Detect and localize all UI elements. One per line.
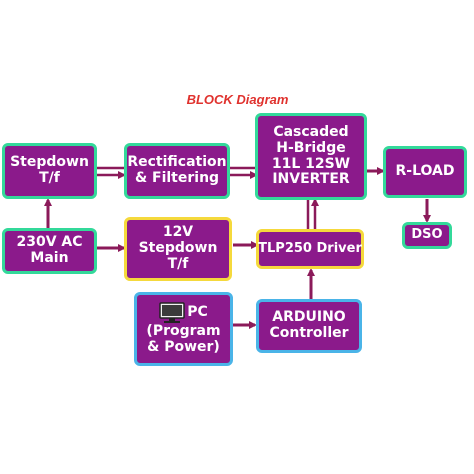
- block-rload: R-LOAD: [383, 146, 467, 198]
- block-arduino-controller: ARDUINO Controller: [256, 299, 362, 353]
- block-label-line: (Program: [146, 323, 221, 340]
- block-label-line: & Filtering: [134, 170, 220, 186]
- block-label-line: H-Bridge: [276, 139, 346, 156]
- block-label-line: T/f: [39, 170, 60, 186]
- block-label-line: INVERTER: [272, 171, 350, 188]
- block-label-line: TLP250 Driver: [258, 240, 362, 256]
- block-label-line: Stepdown: [138, 240, 218, 257]
- diagram-title: BLOCK Diagram: [186, 92, 289, 107]
- block-label-line: & Power): [147, 339, 220, 355]
- block-pc: PC (Program & Power): [134, 292, 233, 366]
- block-dso: DSO: [402, 222, 452, 249]
- block-label-line: ARDUINO: [272, 309, 346, 326]
- block-label-line: Rectification: [127, 154, 227, 171]
- block-label-line: 11L 12SW: [271, 155, 351, 172]
- computer-monitor-icon: [159, 302, 185, 324]
- arrow-stepdown-to-rectification: [97, 166, 126, 179]
- block-label-line: R-LOAD: [395, 163, 455, 180]
- block-rectification-filtering: Rectification & Filtering: [124, 143, 230, 199]
- block-label-line: T/f: [167, 255, 189, 272]
- block-label-line: Main: [30, 250, 69, 266]
- block-inverter: Cascaded H-Bridge 11L 12SW INVERTER: [255, 113, 367, 200]
- block-ac-main: 230V AC Main: [2, 228, 97, 274]
- block-stepdown-transformer: Stepdown T/f: [2, 143, 97, 199]
- block-label-line: PC: [187, 304, 208, 321]
- block-label-line: Controller: [269, 325, 349, 341]
- block-label-line: 12V: [162, 224, 194, 241]
- block-12v-stepdown: 12V Stepdown T/f: [124, 217, 232, 281]
- block-label-line: Stepdown: [10, 154, 89, 171]
- pc-title-row: PC: [159, 302, 208, 324]
- block-label-line: 230V AC: [16, 234, 83, 251]
- block-label-line: DSO: [411, 227, 443, 243]
- arrow-rectification-to-inverter: [228, 166, 258, 179]
- block-tlp250-driver: TLP250 Driver: [256, 229, 364, 269]
- block-label-line: Cascaded: [273, 124, 349, 141]
- arrow-tlp250-to-inverter: [306, 198, 319, 229]
